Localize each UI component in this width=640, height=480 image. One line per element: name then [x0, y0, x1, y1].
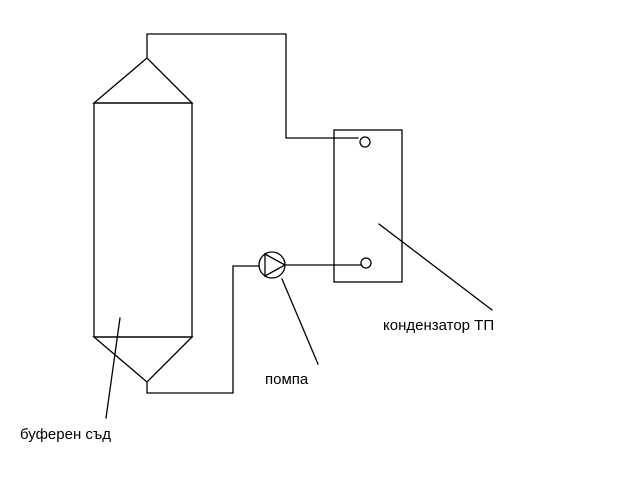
- buffer-tank-bottom-cone: [92, 336, 194, 383]
- pump-label: помпа: [265, 371, 309, 388]
- buffer-tank-body: [93, 102, 193, 338]
- condenser-leader-line: [378, 223, 493, 311]
- condenser: [333, 129, 403, 283]
- buffer-tank-leader-line: [105, 317, 121, 419]
- condenser-port-bottom: [360, 257, 372, 269]
- condenser-body: [333, 129, 403, 283]
- return-pipe-tank-to-pump: [146, 265, 259, 394]
- supply-pipe: [146, 33, 359, 139]
- condenser-port-top: [359, 136, 371, 148]
- buffer-tank-label: буферен съд: [20, 426, 111, 443]
- pump-symbol: [258, 251, 287, 279]
- pump-direction-arrow: [264, 252, 287, 278]
- pump-leader-line: [281, 278, 319, 365]
- condenser-label: кондензатор ТП: [383, 317, 494, 334]
- buffer-tank-top-cone: [92, 57, 194, 104]
- buffer-tank: [92, 57, 194, 383]
- pump-circle: [258, 251, 286, 279]
